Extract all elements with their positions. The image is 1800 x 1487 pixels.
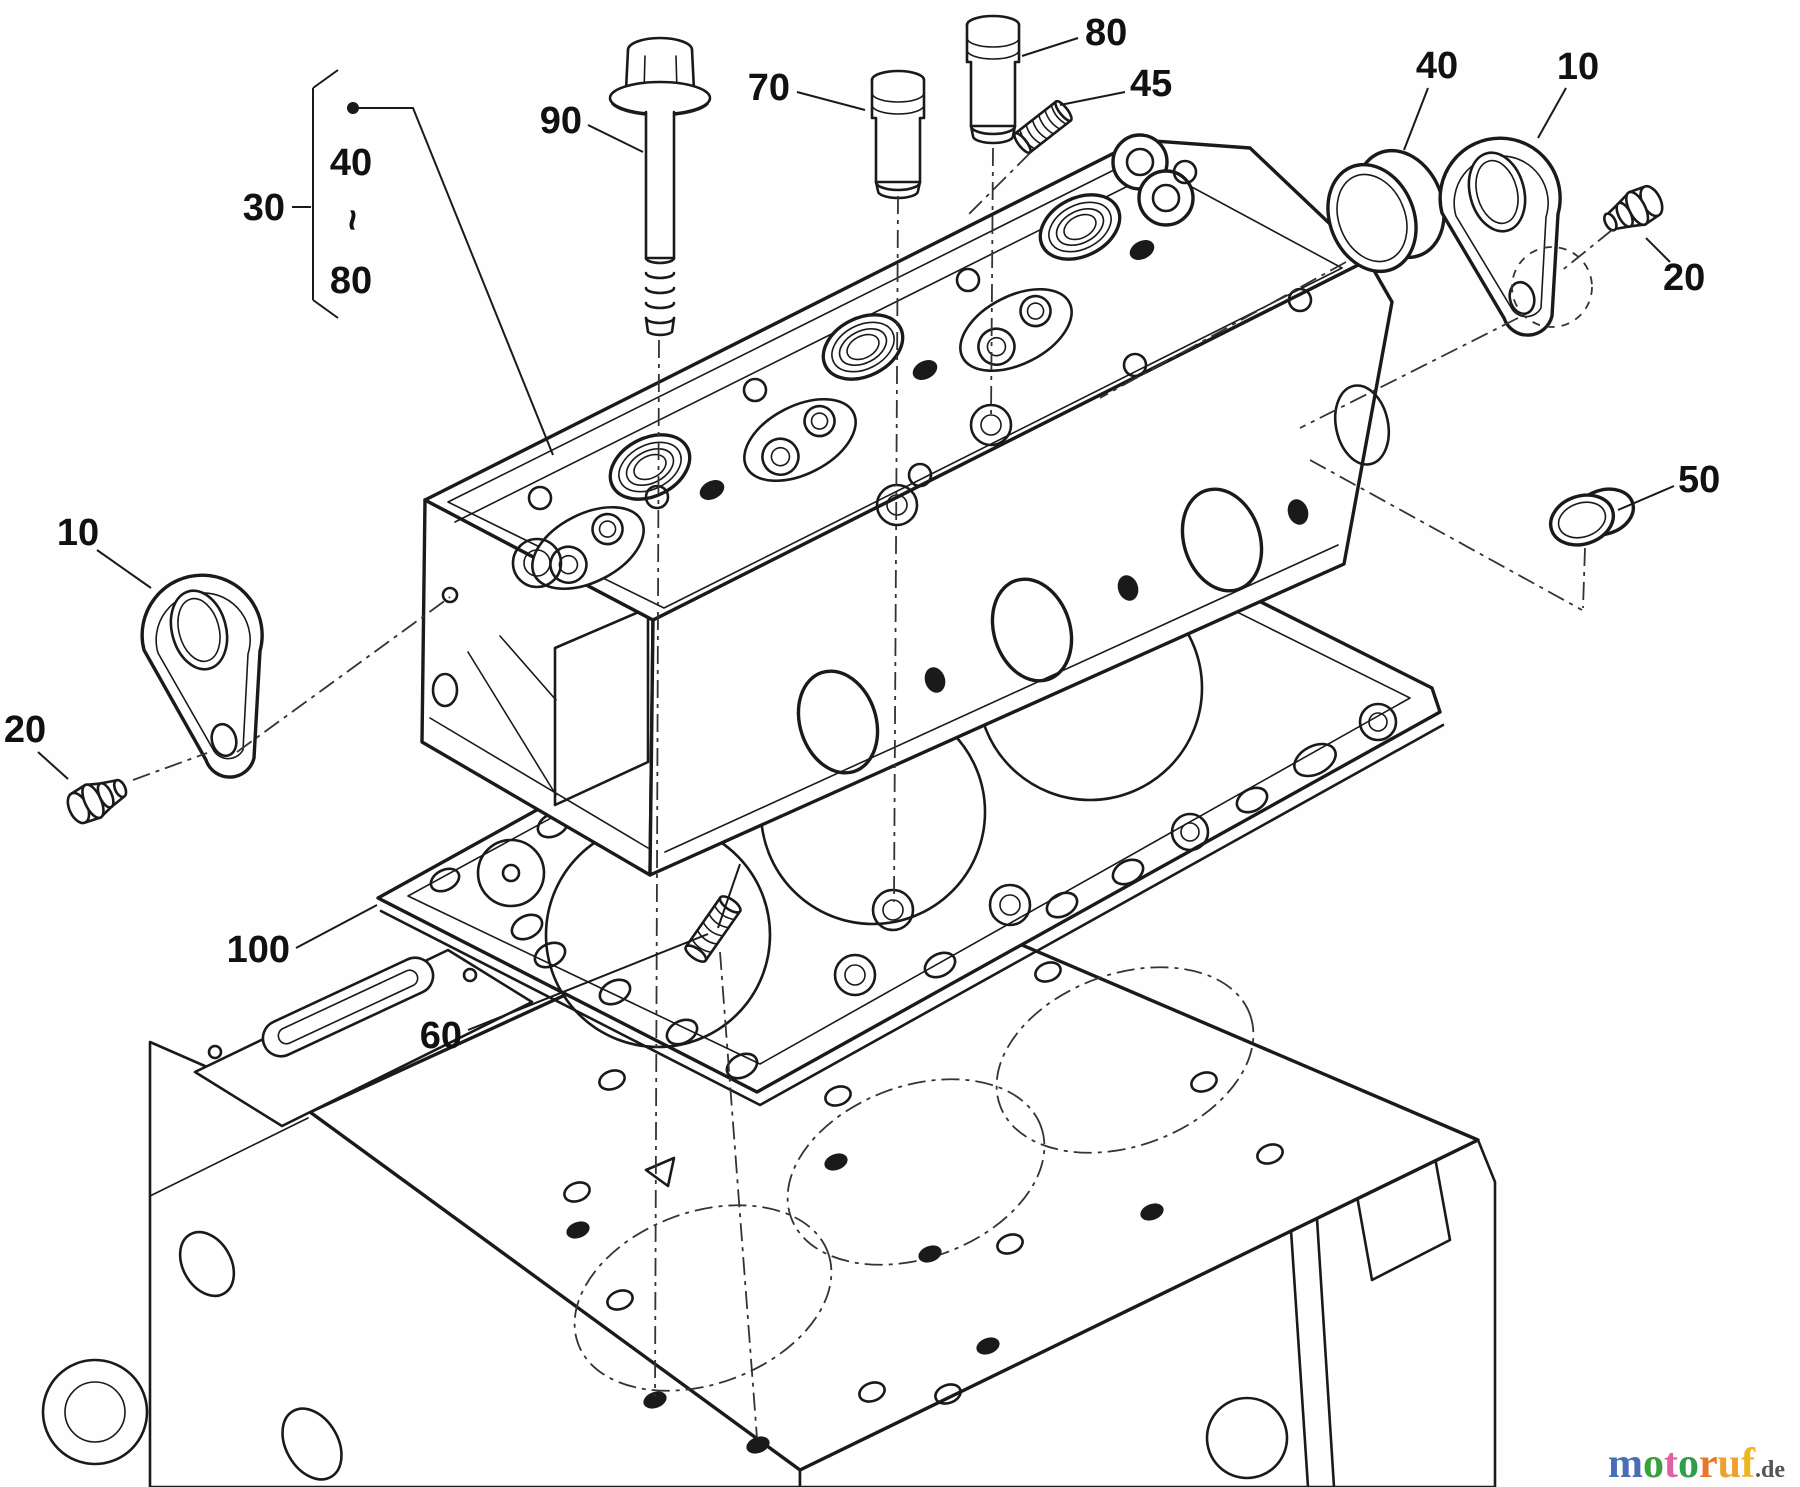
cup-plug-40 [1326, 148, 1446, 274]
leader-10-left [96, 549, 152, 589]
head-gasket [376, 508, 1445, 1107]
head-figure8-boss [1111, 133, 1195, 227]
callout-30-range-to: 80 [330, 260, 372, 302]
callout-20-left-label: 20 [4, 709, 46, 751]
leader-80 [1021, 37, 1079, 57]
callout-30-label: 30 [243, 187, 285, 229]
lifting-eye-10-right [1438, 136, 1562, 337]
logo-suffix: .de [1755, 1457, 1785, 1483]
callout-60-label: 60 [420, 1015, 462, 1057]
logo-text: motoruf.de [1608, 1441, 1785, 1487]
head-bolt-90 [608, 36, 712, 337]
cup-plug-50 [1548, 487, 1636, 547]
set-screw-45 [1013, 99, 1073, 155]
block-threaded-holes [566, 1153, 1164, 1454]
leader-45 [1059, 91, 1126, 106]
callout-45-label: 45 [1130, 63, 1172, 105]
lifting-eye-10-left [140, 573, 264, 779]
callout-30-group: 30 40 ~ 80 [243, 69, 554, 456]
callout-80-label: 80 [1085, 12, 1127, 54]
callout-30-range-from: 40 [330, 142, 372, 184]
callout-90-label: 90 [540, 100, 582, 142]
callout-20-right-label: 20 [1663, 257, 1705, 299]
leader-20-left [37, 751, 69, 780]
leader-20-right [1645, 237, 1671, 263]
watermark-logo: motoruf.de [1608, 1441, 1785, 1487]
projection-centerlines [132, 147, 1613, 1439]
valve-guide-70 [870, 69, 926, 200]
callout-50-label: 50 [1678, 459, 1720, 501]
callout-100-label: 100 [227, 929, 290, 971]
plug-screw-20-right [1603, 184, 1664, 232]
stud-60 [684, 895, 742, 963]
leader-60 [467, 863, 741, 1031]
callout-70-label: 70 [748, 67, 790, 109]
leader-50 [1617, 485, 1675, 511]
engine-block [41, 866, 1497, 1487]
callouts: 30 40 ~ 80 90 70 80 45 40 10 20 50 10 20… [4, 12, 1720, 1057]
callout-10-right-label: 10 [1557, 46, 1599, 88]
head-threaded-bosses [608, 193, 1155, 501]
leader-70 [796, 91, 866, 111]
plug-screw-20-left [66, 778, 128, 825]
callout-40-label: 40 [1416, 45, 1458, 87]
callout-30-range-tilde: ~ [331, 209, 373, 231]
leader-100 [295, 904, 378, 949]
valve-guide-80 [965, 14, 1021, 145]
leader-10-right [1537, 87, 1567, 139]
leader-40 [1403, 87, 1429, 151]
callout-10-left-label: 10 [57, 512, 99, 554]
head-bolt-holes [511, 159, 1313, 589]
leader-90 [587, 124, 644, 153]
